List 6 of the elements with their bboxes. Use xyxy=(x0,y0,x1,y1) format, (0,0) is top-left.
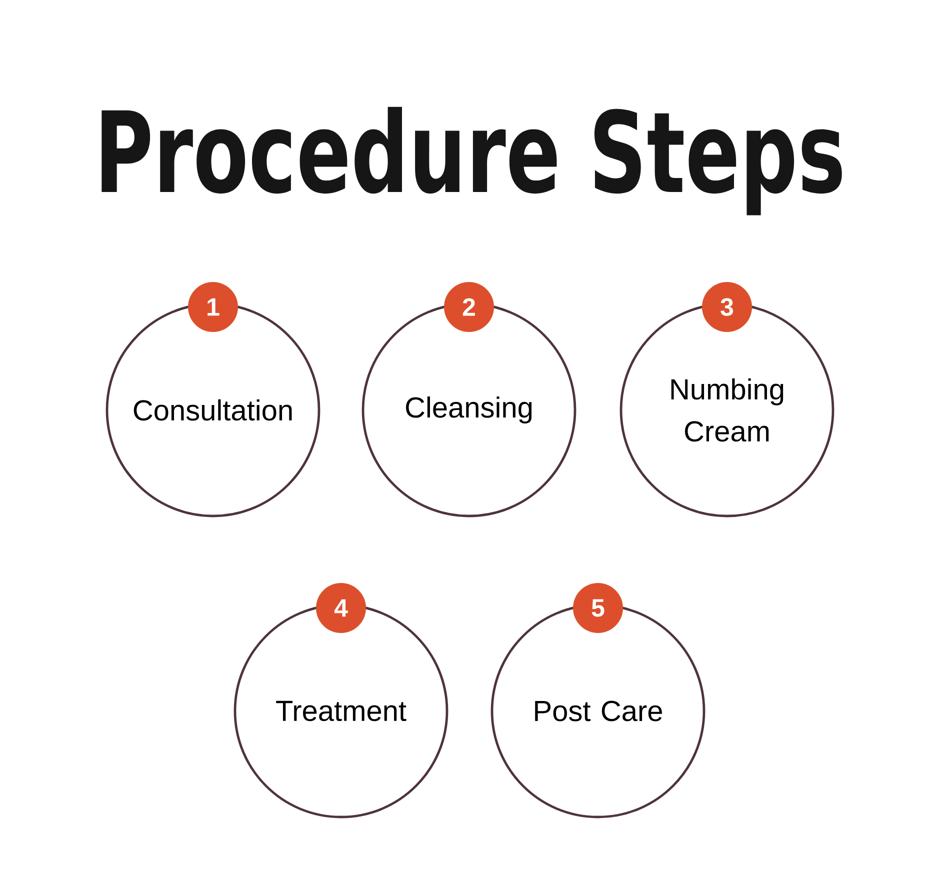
number-badge: 2 xyxy=(444,282,494,332)
number-badge: 1 xyxy=(188,282,238,332)
number-badge: 5 xyxy=(573,583,623,633)
number-badge: 3 xyxy=(702,282,752,332)
number-badge: 4 xyxy=(316,583,366,633)
title: Procedure Steps xyxy=(102,106,842,216)
